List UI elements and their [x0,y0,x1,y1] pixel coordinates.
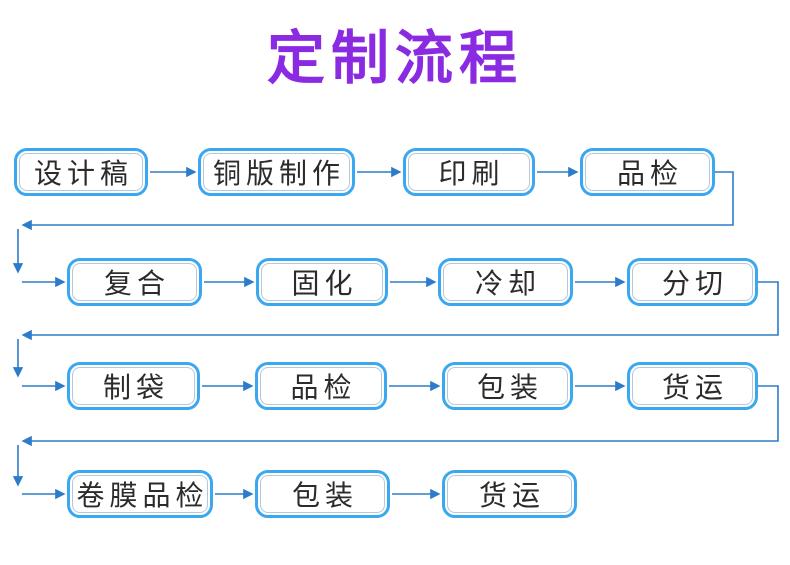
flow-step-bag-making: 制袋 [67,362,200,410]
flow-step-freight-1: 货运 [627,362,758,410]
wrap-row2-to-row3 [12,281,779,392]
wrap-row1-to-row2 [12,171,734,288]
flow-step-slitting: 分切 [627,258,758,306]
flow-step-freight-2: 货运 [442,470,577,518]
flow-step-design-draft: 设计稿 [14,148,148,196]
flow-step-quality-check-2: 品检 [255,362,387,410]
flow-step-curing: 固化 [256,258,388,306]
flow-step-packing-2: 包装 [255,470,390,518]
flow-step-cooling: 冷却 [438,258,573,306]
flow-step-quality-check-1: 品检 [580,148,715,196]
flow-step-roll-film-inspection: 卷膜品检 [67,470,213,518]
page-title: 定制流程 [266,26,523,91]
arrow-wrap-left [21,171,734,231]
flow-step-printing: 印刷 [403,148,535,196]
flow-step-laminating: 复合 [67,258,202,306]
arrow-wrap-left [21,385,779,447]
flow-step-plate-making: 铜版制作 [198,148,355,196]
wrap-row3-to-row4 [12,385,779,500]
flow-step-packing-1: 包装 [442,362,573,410]
arrow-wrap-left [21,281,779,341]
